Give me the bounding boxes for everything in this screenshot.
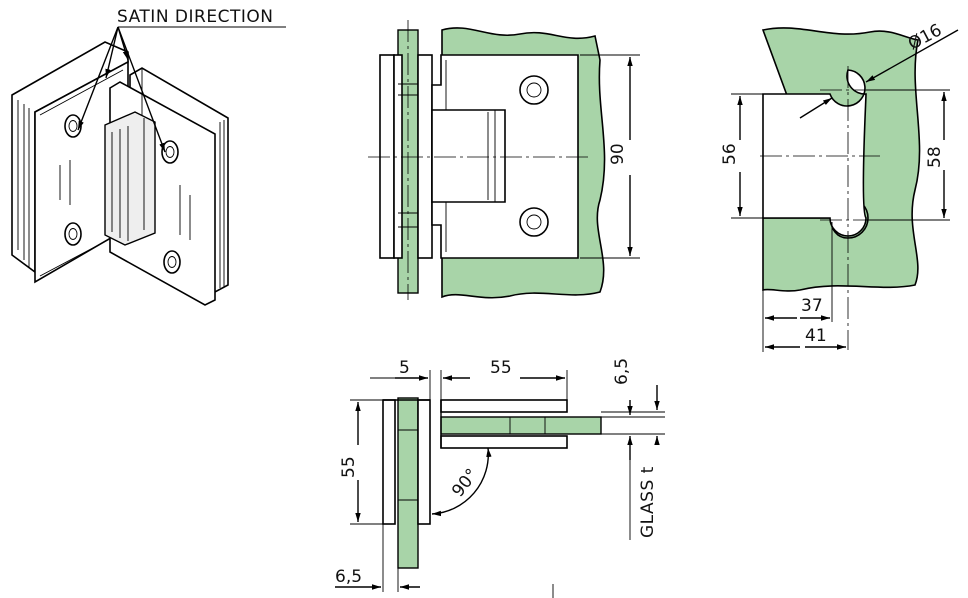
top-glass-vertical: [397, 397, 419, 569]
dim-hinge-height: 90: [608, 143, 628, 165]
dim-edge-to-center: 41: [805, 326, 827, 346]
cutout-notch: [762, 69, 867, 237]
dim-body-thickness: 55: [339, 456, 359, 478]
dim-plate-offset-top: 6,5: [612, 358, 632, 385]
dim-angle: 90°: [448, 465, 482, 501]
top-view: [335, 370, 665, 598]
front-view: [368, 20, 640, 300]
cutout-view: [731, 27, 959, 352]
dim-cutout-inner: 56: [720, 143, 740, 165]
isometric-view: [11, 26, 286, 306]
dim-body-length: 55: [490, 358, 512, 378]
dim-cutout-outer: 58: [925, 146, 945, 168]
glass-thickness-label: GLASS t: [638, 466, 658, 538]
dim-plate-offset-bottom: 6,5: [335, 567, 362, 587]
dim-glass-gap: 5: [399, 358, 410, 378]
dim-edge-to-hole: 37: [801, 296, 823, 316]
top-glass-horizontal: [440, 416, 602, 435]
satin-direction-label: SATIN DIRECTION: [117, 7, 273, 27]
